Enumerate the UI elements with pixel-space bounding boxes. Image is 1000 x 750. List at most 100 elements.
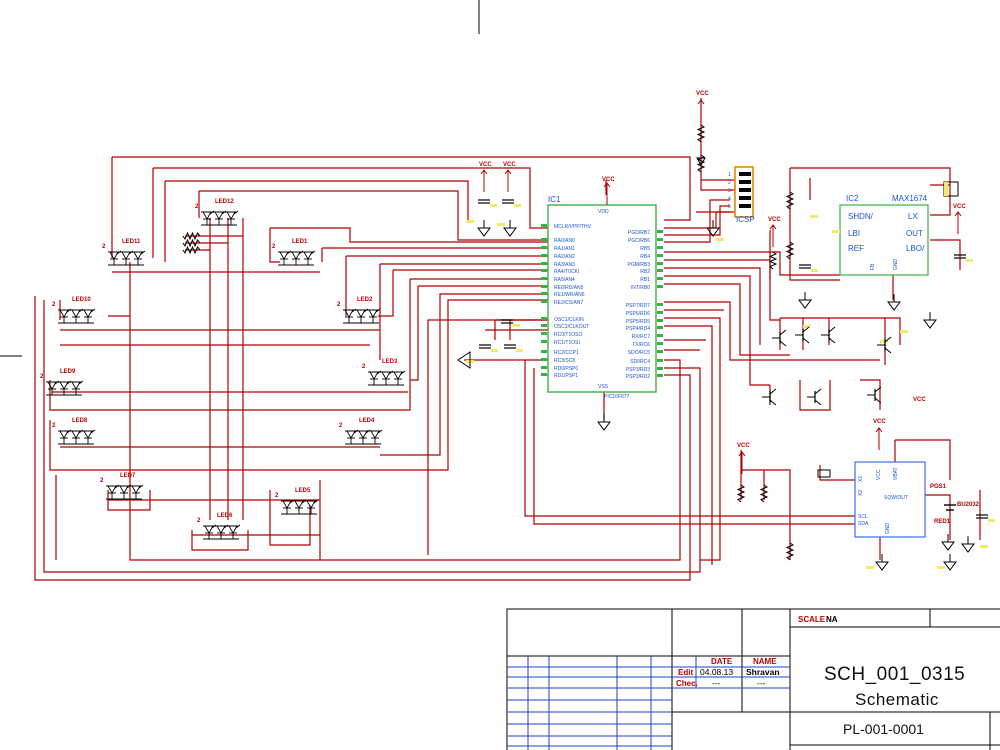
pin-stub (657, 374, 663, 377)
vcc-arrow (738, 451, 746, 474)
led-diode (294, 500, 304, 509)
transistor (877, 336, 892, 354)
led-diode (393, 371, 403, 380)
rtc-chip: X1 X2 VCC VBAT SQW/OUT SCL SDA GND (854, 461, 926, 538)
wire-net (34, 98, 981, 581)
rtc-pin-x2: X2 (858, 490, 864, 496)
ground-symbol (706, 220, 720, 237)
led-pin-number: 2 (52, 423, 56, 429)
pin-stub (541, 350, 547, 353)
icsp-label: ICSP (736, 215, 755, 224)
pin-stub (541, 324, 547, 327)
led-diode (133, 251, 143, 260)
ground-symbol (503, 220, 517, 237)
pin-stub (657, 262, 663, 265)
ic2-pin-out: OUT (906, 229, 923, 238)
resistor (696, 154, 706, 173)
led-diode (279, 251, 289, 260)
edit-label: Edit (678, 668, 693, 677)
pin-stub (657, 230, 663, 233)
ic1-body (547, 204, 657, 393)
transistor (795, 326, 810, 344)
ic1-right-pin: RB4 (640, 254, 650, 260)
led-pin-number: 2 (275, 493, 279, 499)
led-label: LED1 (292, 239, 308, 245)
pin-stub (657, 326, 663, 329)
ground-symbol (941, 534, 955, 551)
transistor (807, 388, 822, 406)
pin-stub (657, 246, 663, 249)
value-tag (937, 566, 945, 569)
name-header: NAME (753, 657, 777, 666)
resistor (785, 241, 795, 260)
date-header: DATE (711, 657, 733, 666)
ic1-left-pin: OSC2/CLKOUT (554, 324, 589, 330)
ic2-pin-gnd: GND (893, 259, 899, 271)
icsp-pin (739, 204, 751, 208)
rtc-pin-sqw: SQW/OUT (884, 495, 908, 501)
icsp-pin-number: 5 (728, 204, 731, 210)
vcc-arrow (480, 169, 488, 192)
led-label: LED12 (215, 199, 234, 205)
pin-stub (541, 277, 547, 280)
ground-symbol (961, 536, 975, 553)
icsp-pin-number: 1 (728, 172, 731, 178)
pin-stub (657, 342, 663, 345)
pin-stub (657, 269, 663, 272)
led-label: LED3 (382, 359, 398, 365)
ic1-left-pin: RE1/WR/AN6 (554, 292, 585, 298)
power-arrow (457, 351, 471, 369)
ic1-left-pin: RA2/AN2 (554, 254, 575, 260)
ic1-right-pin: PGM/RB3 (627, 262, 650, 268)
drawing-number: SCH_001_0315 (824, 664, 965, 685)
ic1-left-pin: RC0/T1OSO (554, 332, 582, 338)
ic2-pin-shdn: SHDN/ (848, 212, 874, 221)
icsp-pin (739, 180, 751, 184)
ic2-pin-fb: FB (870, 263, 876, 270)
ic1-right-pin: RB5 (640, 246, 650, 252)
part-number: PL-001-0001 (843, 721, 924, 737)
led-label: LED11 (122, 239, 141, 245)
led-diode (204, 525, 214, 534)
vcc-arrow (954, 211, 962, 234)
ic1-right-pin: PSP2/RD2 (626, 374, 650, 380)
pin-stub (541, 238, 547, 241)
pin-stub (541, 317, 547, 320)
ic1-left-pin-labels: MCLR/VPP/THVRA0/AN0RA1/AN1RA2/AN2RA3/AN3… (541, 224, 592, 379)
led-diode (214, 211, 224, 220)
resistor (785, 542, 795, 561)
transistor (821, 326, 836, 344)
chec-label: Chec. (676, 679, 698, 688)
vcc-arrow (769, 224, 777, 247)
led-diode (306, 500, 316, 509)
pin-stub (657, 334, 663, 337)
transistors (762, 326, 892, 406)
rtc-pin-gnd: GND (885, 523, 891, 535)
pin-stub (541, 332, 547, 335)
led-diode (47, 381, 57, 390)
led-diode (303, 251, 313, 260)
ic1-label: IC1 (548, 195, 561, 204)
ic2-pin-lbo: LBO/ (906, 244, 925, 253)
resistor (785, 191, 795, 210)
ic1-left-pin: RA3/AN3 (554, 262, 575, 268)
pin-stub (541, 224, 547, 227)
vcc-arrow (504, 169, 512, 192)
led-diode (368, 309, 378, 318)
vcc-label-rtc: VCC (873, 419, 886, 425)
capacitor (504, 344, 523, 352)
ic1-vss-label: VSS (598, 384, 609, 390)
red-led-label: RED1 (934, 519, 951, 525)
pin-stub (541, 269, 547, 272)
pin-stub (657, 303, 663, 306)
pin-stub (541, 366, 547, 369)
pin-stub (657, 238, 663, 241)
ic1-vdd-label: VDD (598, 209, 609, 215)
led-diode (59, 430, 69, 439)
vcc-arrow (603, 182, 611, 205)
